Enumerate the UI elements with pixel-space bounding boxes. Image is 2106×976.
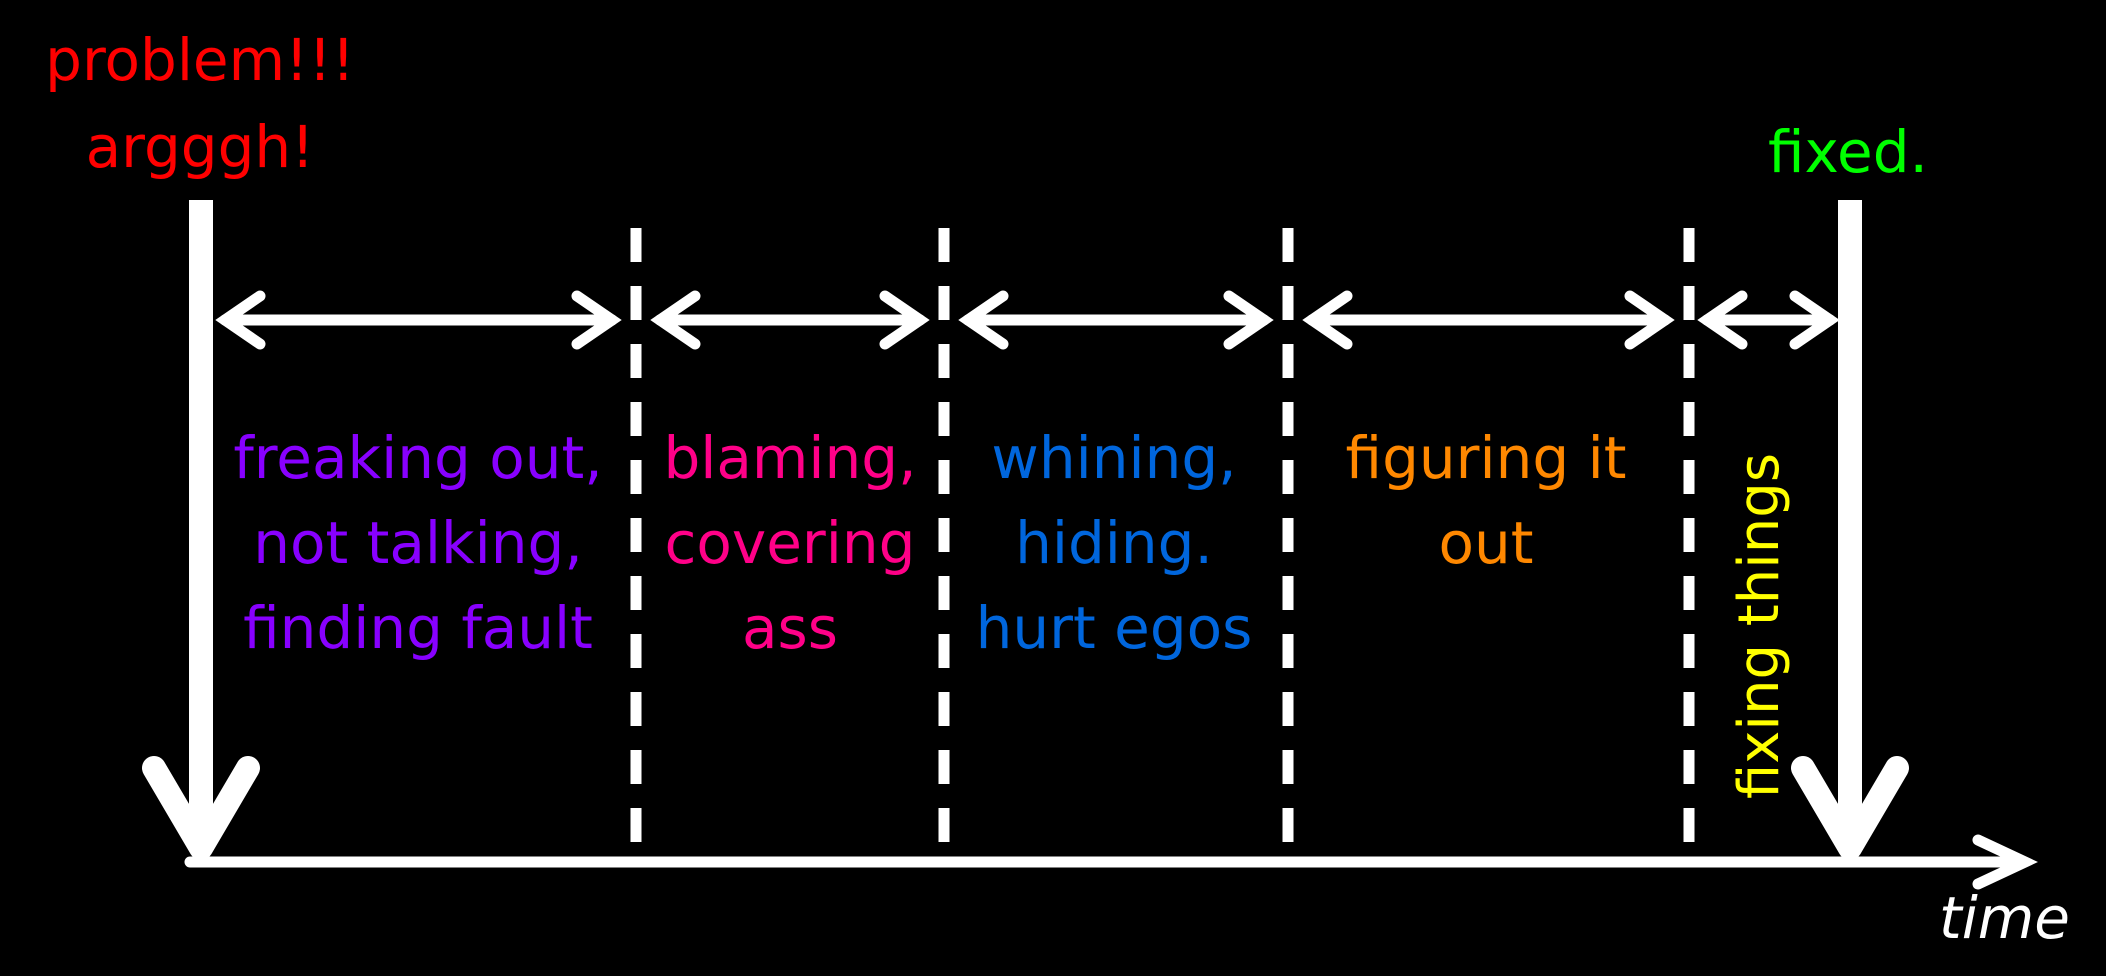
start-marker: problem!!! argggh! xyxy=(45,26,355,860)
svg-text:covering: covering xyxy=(665,509,916,577)
svg-text:not talking,: not talking, xyxy=(253,509,583,577)
time-axis: time xyxy=(184,834,2070,952)
svg-text:freaking out,: freaking out, xyxy=(233,424,602,492)
time-axis-arrowhead xyxy=(1972,834,2038,890)
svg-text:figuring it: figuring it xyxy=(1346,424,1627,492)
phase-span-arrow-4 xyxy=(1302,290,1675,350)
phase-span-arrow-1 xyxy=(215,290,622,350)
svg-text:hiding.: hiding. xyxy=(1015,509,1213,577)
phase-label-2: blaming, covering ass xyxy=(663,424,916,662)
time-axis-label: time xyxy=(1939,884,2070,952)
phase-span-arrows xyxy=(215,290,1840,350)
svg-text:ass: ass xyxy=(742,594,838,662)
phase-span-arrow-5 xyxy=(1697,290,1840,350)
phase-label-3: whining, hiding. hurt egos xyxy=(976,424,1253,662)
svg-text:finding fault: finding fault xyxy=(243,594,593,662)
phase-label-5: fixing things xyxy=(1727,453,1792,799)
phase-span-arrow-2 xyxy=(650,290,930,350)
phase-label-1: freaking out, not talking, finding fault xyxy=(233,424,602,662)
phase-label-4: figuring it out xyxy=(1346,424,1627,577)
start-down-arrow-head xyxy=(142,756,260,860)
start-label-line2: argggh! xyxy=(86,113,315,181)
start-label-line1: problem!!! xyxy=(45,26,355,94)
end-label: fixed. xyxy=(1768,118,1928,186)
phase-span-arrow-3 xyxy=(958,290,1274,350)
end-down-arrow-head xyxy=(1791,756,1909,860)
svg-text:hurt egos: hurt egos xyxy=(976,594,1253,662)
phase-dividers xyxy=(630,228,1695,852)
svg-text:fixing things: fixing things xyxy=(1727,453,1792,799)
phase-labels: freaking out, not talking, finding fault… xyxy=(233,424,1792,799)
end-marker: fixed. xyxy=(1768,118,1928,860)
svg-text:out: out xyxy=(1439,509,1534,577)
svg-text:blaming,: blaming, xyxy=(663,424,916,492)
svg-text:whining,: whining, xyxy=(991,424,1236,492)
